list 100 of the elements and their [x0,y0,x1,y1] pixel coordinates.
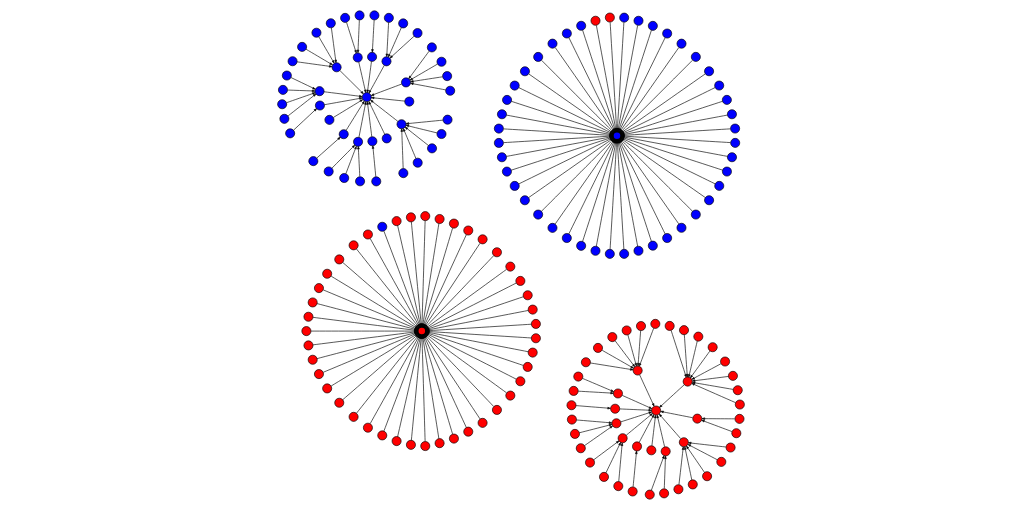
arrow [370,96,405,102]
node-circle [412,157,423,168]
node-circle [296,42,307,52]
arrow [577,390,614,395]
node-circle [448,218,459,229]
arrow [330,27,337,63]
node-circle [279,113,289,124]
arrow [650,455,664,491]
arrow [592,440,619,461]
node-circle [444,85,455,96]
arrow [370,83,402,96]
arrow [651,414,656,447]
arrow [368,101,385,135]
node-circle [661,233,672,243]
node-circle [381,133,392,144]
node-circle [530,333,541,344]
node-circle [509,181,520,191]
node-circle [633,15,643,26]
arrow [368,65,385,94]
arrow [614,340,635,368]
node-circle [391,436,401,446]
arrow [687,441,726,448]
node-circle [734,414,744,424]
node-circle [635,321,646,331]
node-circle [313,283,324,293]
node-circle [491,405,502,415]
node-circle [673,484,683,495]
node-circle [491,247,502,258]
node-circle [701,471,712,482]
node-circle [575,20,586,31]
node-circle [527,347,538,358]
node-circle [321,268,332,279]
node-circle [434,214,444,224]
node-circle [307,354,318,365]
node-circle [426,143,437,154]
arrow [356,146,360,177]
node-circle [547,223,557,233]
arrow [317,36,335,64]
arrow [371,145,376,178]
node-circle [649,319,660,329]
node-circle [301,326,311,336]
arrow [358,101,367,138]
node-circle [477,234,487,245]
node-circle [493,123,504,134]
node-circle [604,249,615,259]
node-circle [547,38,557,49]
node-circle [584,457,595,468]
arrow [583,425,613,446]
arrow [400,128,403,169]
arrow [575,419,612,424]
node-circle [676,222,686,233]
arrow [687,340,698,378]
node-circle [426,42,437,53]
node-circle [504,390,515,401]
node-circle [515,376,525,387]
arrow [689,350,710,379]
arrow [405,119,443,125]
arrow [658,384,685,408]
node-circle [276,99,287,110]
arrow [617,442,623,482]
node-circle [354,10,364,21]
node-circle [618,12,629,23]
node-circle [713,80,724,91]
arrow [402,128,416,159]
node-circle [627,486,638,497]
node-circle [658,488,669,499]
arrow [404,126,429,146]
node-circle [633,245,643,256]
arrow [601,350,634,369]
node-circle [532,52,543,62]
node-circle [690,52,701,62]
node-circle [713,181,724,191]
node-circle [575,443,586,454]
node-circle [522,362,533,372]
arrow [691,376,729,382]
node-circle [631,441,642,452]
node-circle [333,397,344,408]
node-circle [419,441,430,451]
node-circle [339,13,350,23]
node-circle [730,428,741,439]
node-circle [561,233,572,243]
node-circle [527,304,538,315]
node-circle [664,321,675,331]
arrow [405,124,437,134]
node-circle [311,27,321,38]
arrow [656,414,665,447]
node-circle [532,209,543,220]
node-circle [592,343,603,353]
arrow [323,97,362,106]
arrow [305,48,333,66]
node-circle [383,13,394,23]
node-circle [732,385,743,396]
node-circle [281,70,292,81]
arrow [638,414,654,443]
arrow [286,89,315,93]
node-circle [604,12,615,23]
node-circle [519,66,530,77]
node-circle [725,442,735,453]
node-circle [707,342,718,353]
node-circle [376,430,387,441]
